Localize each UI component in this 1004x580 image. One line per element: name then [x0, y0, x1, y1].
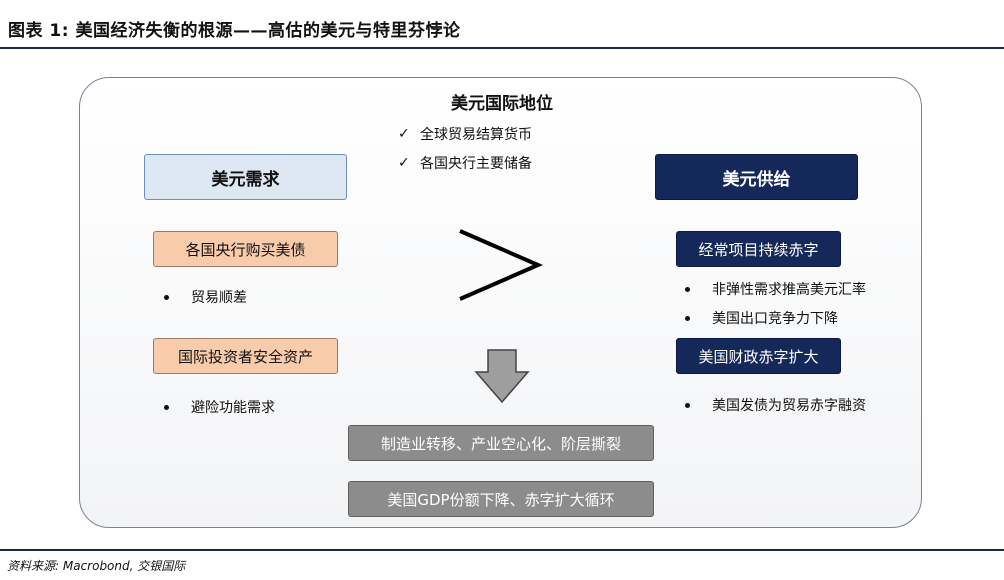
supply-bullet: 美国发债为贸易赤字融资	[685, 395, 866, 415]
bullet-icon	[164, 294, 169, 300]
check-icon: ✓	[398, 126, 410, 142]
demand-bullet-label: 避险功能需求	[191, 400, 275, 416]
outcome-gdp-share: 美国GDP份额下降、赤字扩大循环	[348, 481, 654, 517]
supply-bullet: 美国出口竞争力下降	[685, 308, 838, 328]
supply-bullet: 非弹性需求推高美元汇率	[685, 279, 866, 299]
bullet-icon	[685, 286, 690, 292]
footer-rule	[0, 549, 1004, 551]
supply-bullet-label: 美国出口竞争力下降	[712, 311, 838, 327]
title-rule	[0, 47, 1004, 49]
supply-item-fiscal-deficit: 美国财政赤字扩大	[676, 338, 841, 374]
supply-bullet-label: 美国发债为贸易赤字融资	[712, 398, 866, 414]
outcome-hollowing: 制造业转移、产业空心化、阶层撕裂	[348, 425, 654, 461]
check-item: ✓ 各国央行主要储备	[398, 153, 532, 173]
source-note: 资料来源: Macrobond, 交银国际	[7, 559, 186, 573]
demand-bullet: 避险功能需求	[164, 397, 275, 417]
demand-bullet: 贸易顺差	[164, 287, 247, 307]
check-icon: ✓	[398, 155, 410, 171]
bullet-icon	[164, 404, 169, 410]
demand-bullet-label: 贸易顺差	[191, 290, 247, 306]
supply-bullet-label: 非弹性需求推高美元汇率	[712, 282, 866, 298]
supply-header: 美元供给	[655, 154, 858, 200]
check-item-label: 全球贸易结算货币	[420, 127, 532, 143]
supply-item-current-account: 经常项目持续赤字	[676, 231, 841, 267]
bullet-icon	[685, 315, 690, 321]
bullet-icon	[685, 402, 690, 408]
check-item: ✓ 全球贸易结算货币	[398, 124, 532, 144]
center-title: 美元国际地位	[451, 94, 553, 114]
figure-title: 图表 1: 美国经济失衡的根源——高估的美元与特里芬悖论	[8, 21, 461, 41]
down-arrow-icon	[474, 349, 530, 404]
demand-header: 美元需求	[144, 154, 347, 200]
greater-than-icon	[459, 229, 544, 301]
demand-item-safe-asset: 国际投资者安全资产	[153, 338, 338, 374]
demand-item-central-banks: 各国央行购买美债	[153, 231, 338, 267]
check-item-label: 各国央行主要储备	[420, 156, 532, 172]
